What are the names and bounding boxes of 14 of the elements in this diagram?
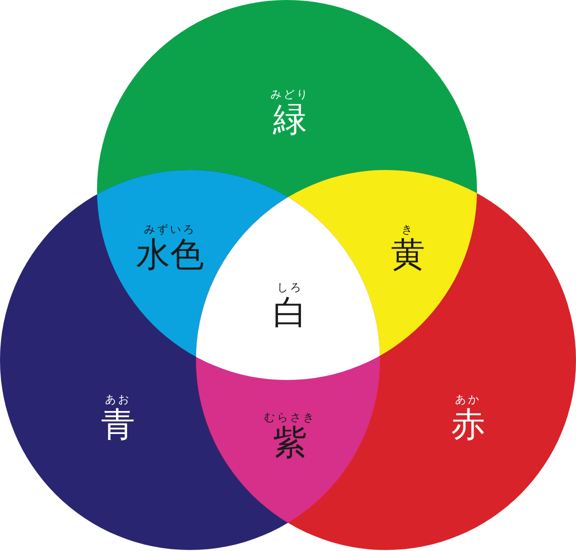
reading-text: しろ xyxy=(277,281,303,294)
color-name: 緑 xyxy=(273,101,307,139)
color-name: 赤 xyxy=(451,406,485,444)
reading-text: あお xyxy=(105,393,131,406)
color-name: 紫 xyxy=(273,424,307,462)
color-name: 青 xyxy=(101,406,135,444)
color-name: 黄 xyxy=(391,236,425,274)
reading-text: むらさき xyxy=(264,411,316,424)
reading-text: みずいろ xyxy=(144,223,196,236)
color-name: 白 xyxy=(273,294,307,332)
reading-text: あか xyxy=(455,393,481,406)
reading-text: き xyxy=(402,223,414,236)
reading-text: みどり xyxy=(270,88,310,101)
color-name: 水色 xyxy=(136,236,204,274)
